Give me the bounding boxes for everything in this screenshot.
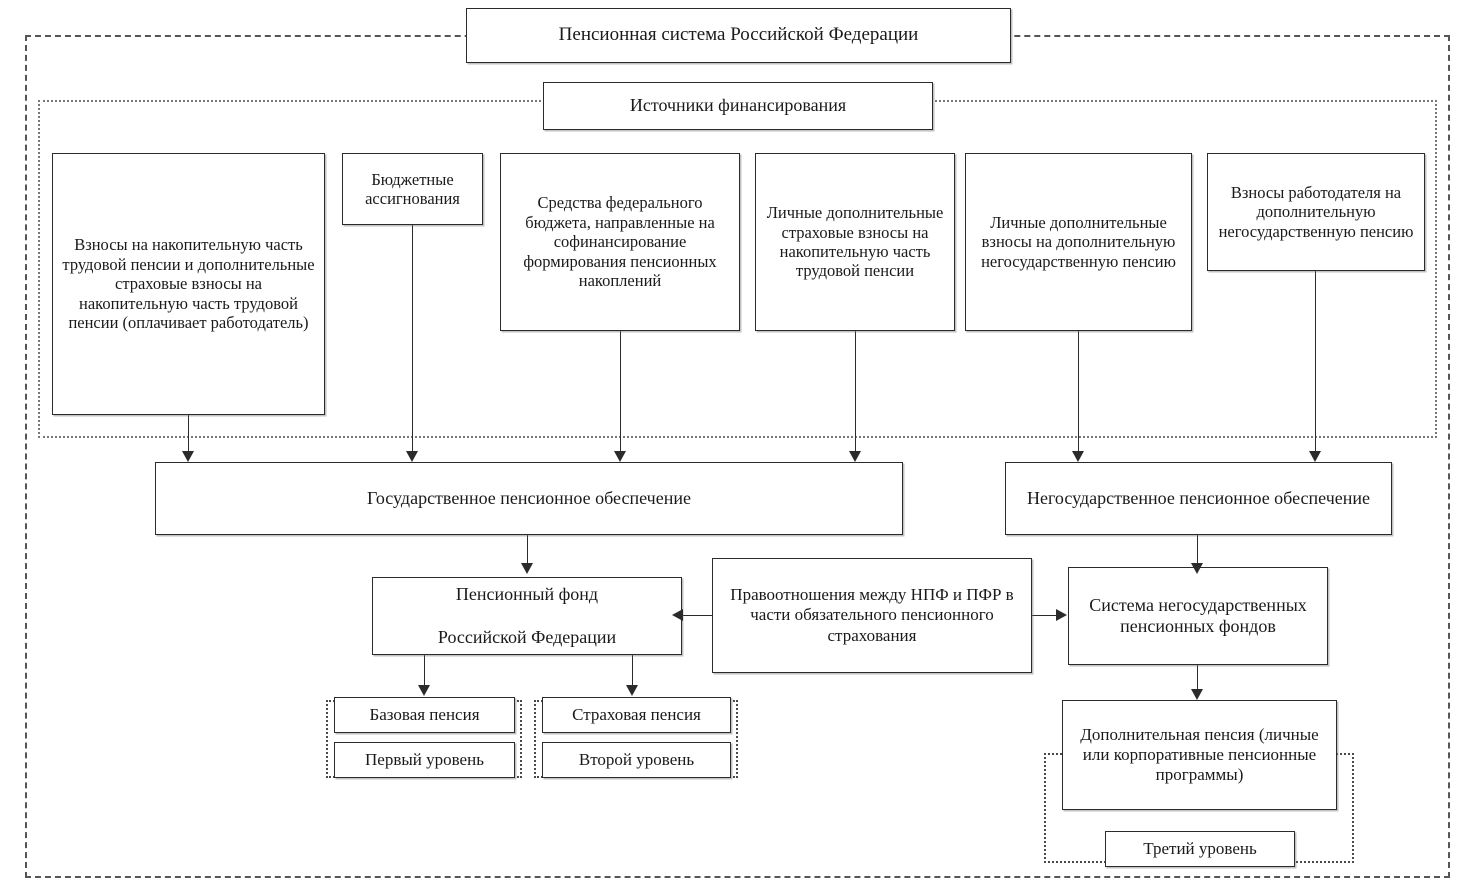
pension-label-additional: Дополнительная пенсия (личные или корпор… bbox=[1080, 724, 1319, 785]
level-label-third: Третий уровень bbox=[1143, 838, 1257, 858]
arrowhead-relations-to-pfr bbox=[672, 609, 683, 621]
diagram-title-box: Пенсионная система Российской Федерации bbox=[466, 8, 1011, 63]
connector-source4-to-state bbox=[855, 331, 856, 455]
arrowhead-relations-to-npf bbox=[1056, 609, 1067, 621]
pillar-box-non-state-pension-provision: Негосударственное пенсионное обеспечение bbox=[1005, 462, 1392, 535]
institution-box-npf-pfr-relations: Правоотношения между НПФ и ПФР в части о… bbox=[712, 558, 1032, 673]
arrowhead-npf-to-additional bbox=[1191, 689, 1203, 700]
connector-state-to-pfr bbox=[527, 535, 528, 567]
pillar-label-state: Государственное пенсионное обеспечение bbox=[367, 487, 691, 508]
source-box-budget-allocations: Бюджетные ассигнования bbox=[342, 153, 483, 225]
connector-relations-to-npf bbox=[1032, 615, 1057, 616]
connector-source2-to-state bbox=[412, 225, 413, 455]
page-title: Пенсионная система Российской Федерации bbox=[558, 24, 919, 46]
arrowhead-source3 bbox=[614, 451, 626, 462]
connector-pfr-to-basic-pension bbox=[424, 655, 425, 689]
arrowhead-source5 bbox=[1072, 451, 1084, 462]
connector-npf-to-additional-pension bbox=[1197, 665, 1198, 693]
source-label-3: Средства федерального бюджета, направлен… bbox=[523, 193, 717, 291]
pillar-box-state-pension-provision: Государственное пенсионное обеспечение bbox=[155, 462, 903, 535]
arrowhead-source1 bbox=[182, 451, 194, 462]
source-box-contributions-funded-part: Взносы на накопительную часть трудовой п… bbox=[52, 153, 325, 415]
pension-label-basic: Базовая пенсия bbox=[369, 704, 480, 724]
source-box-employer-additional-contributions: Взносы работодателя на дополнительную не… bbox=[1207, 153, 1425, 271]
source-label-4: Личные дополнительные страховые взносы н… bbox=[766, 203, 944, 281]
level-box-third: Третий уровень bbox=[1105, 831, 1295, 867]
connector-nonstate-to-npf bbox=[1197, 535, 1198, 567]
pension-label-insurance: Страховая пенсия bbox=[572, 704, 701, 724]
source-label-2: Бюджетные ассигнования bbox=[365, 169, 460, 208]
institution-label-relations: Правоотношения между НПФ и ПФР в части о… bbox=[730, 585, 1014, 645]
source-box-personal-additional-contributions: Личные дополнительные взносы на дополнит… bbox=[965, 153, 1192, 331]
institution-box-npf-system: Система негосударственных пенсионных фон… bbox=[1068, 567, 1328, 665]
financing-sources-title-box: Источники финансирования bbox=[543, 82, 933, 130]
connector-pfr-to-insurance-pension bbox=[632, 655, 633, 689]
institution-label-npf: Система негосударственных пенсионных фон… bbox=[1089, 594, 1307, 636]
level-label-first: Первый уровень bbox=[365, 749, 484, 769]
pension-box-additional: Дополнительная пенсия (личные или корпор… bbox=[1062, 700, 1337, 810]
pillar-label-non-state: Негосударственное пенсионное обеспечение bbox=[1026, 487, 1371, 508]
connector-source1-to-state bbox=[188, 415, 189, 455]
connector-source3-to-state bbox=[620, 331, 621, 455]
pension-box-insurance: Страховая пенсия bbox=[542, 697, 731, 733]
pfr-line-2: Российской Федерации bbox=[437, 626, 617, 647]
source-label-1: Взносы на накопительную часть трудовой п… bbox=[62, 235, 315, 333]
arrowhead-source2 bbox=[406, 451, 418, 462]
source-label-5: Личные дополнительные взносы на дополнит… bbox=[981, 212, 1176, 271]
connector-source5-to-nonstate bbox=[1078, 331, 1079, 455]
source-box-personal-insurance-contributions: Личные дополнительные страховые взносы н… bbox=[755, 153, 955, 331]
connector-source6-to-nonstate bbox=[1315, 271, 1316, 455]
level-label-second: Второй уровень bbox=[578, 749, 695, 769]
source-label-6: Взносы работодателя на дополнительную не… bbox=[1218, 182, 1414, 241]
connector-relations-to-pfr bbox=[683, 615, 712, 616]
level-box-second: Второй уровень bbox=[542, 742, 731, 778]
arrowhead-source6 bbox=[1309, 451, 1321, 462]
arrowhead-state-to-pfr bbox=[521, 563, 533, 574]
pfr-line-1: Пенсионный фонд bbox=[455, 584, 599, 605]
arrowhead-source4 bbox=[849, 451, 861, 462]
arrowhead-pfr-to-insurance bbox=[626, 685, 638, 696]
arrowhead-nonstate-to-npf bbox=[1191, 563, 1203, 574]
arrowhead-pfr-to-basic bbox=[418, 685, 430, 696]
financing-sources-label: Источники финансирования bbox=[629, 95, 847, 116]
pension-box-basic: Базовая пенсия bbox=[334, 697, 515, 733]
level-box-first: Первый уровень bbox=[334, 742, 515, 778]
source-box-federal-budget-cofinancing: Средства федерального бюджета, направлен… bbox=[500, 153, 740, 331]
